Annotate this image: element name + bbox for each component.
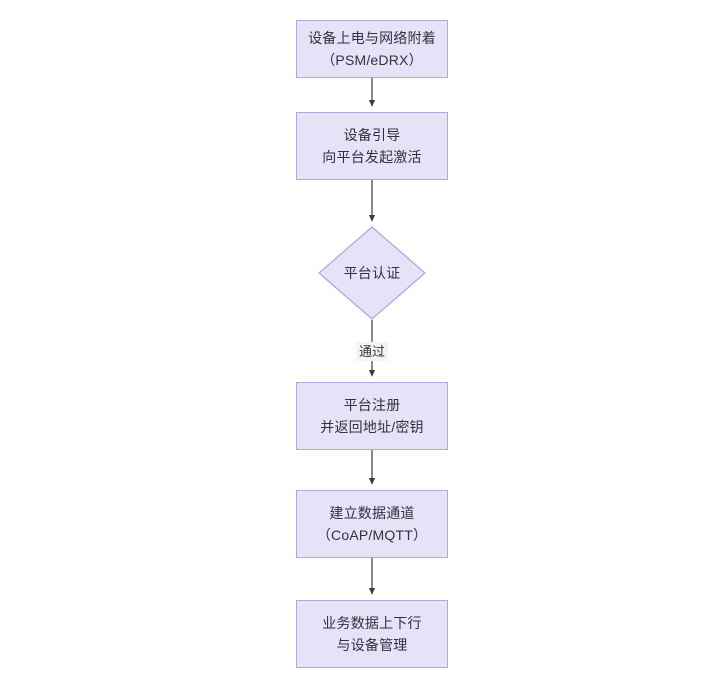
node-platform-authentication[interactable]: 平台认证 — [318, 226, 426, 320]
node-establish-data-channel[interactable]: 建立数据通道 （CoAP/MQTT） — [296, 490, 448, 558]
node-label: 设备引导 向平台发起激活 — [322, 127, 422, 165]
node-label: 业务数据上下行 与设备管理 — [322, 615, 422, 653]
node-label: 建立数据通道 （CoAP/MQTT） — [316, 505, 428, 543]
node-platform-registration[interactable]: 平台注册 并返回地址/密钥 — [296, 382, 448, 450]
node-label: 设备上电与网络附着 （PSM/eDRX） — [308, 30, 436, 68]
node-label: 平台注册 并返回地址/密钥 — [320, 397, 424, 435]
node-power-on-network-attach[interactable]: 设备上电与网络附着 （PSM/eDRX） — [296, 20, 448, 78]
node-business-data-device-management[interactable]: 业务数据上下行 与设备管理 — [296, 600, 448, 668]
diamond-shape — [318, 226, 426, 320]
node-device-bootstrap-activation[interactable]: 设备引导 向平台发起激活 — [296, 112, 448, 180]
node-label: 平台认证 — [343, 265, 401, 281]
edge-label-pass: 通过 — [355, 342, 389, 361]
